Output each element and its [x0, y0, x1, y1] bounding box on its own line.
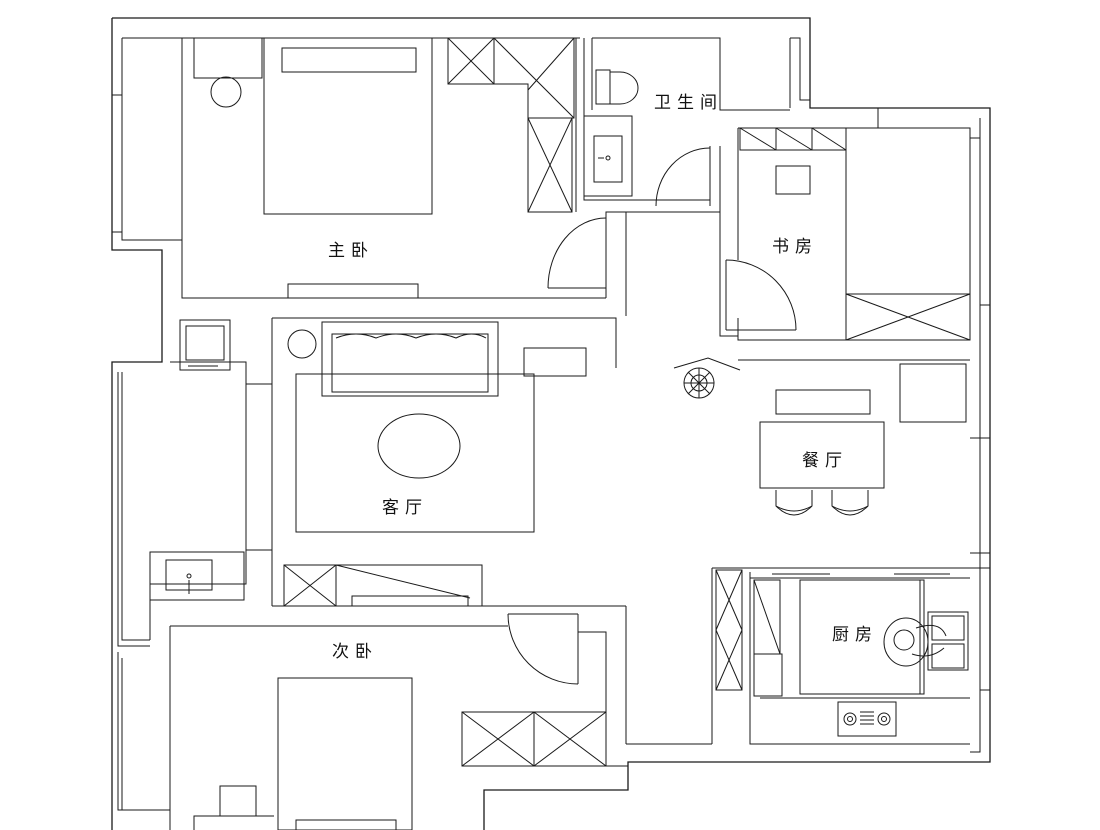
- door-swing-icon: [725, 259, 797, 331]
- bathroom: 卫生间: [583, 37, 790, 212]
- study: 书房: [719, 127, 971, 341]
- dining-room: 餐厅: [738, 359, 970, 516]
- chair-icon: [831, 490, 869, 516]
- dining-table-icon: [759, 421, 885, 489]
- bed-icon: [263, 37, 433, 215]
- balcony: [149, 319, 247, 640]
- kitchen-island: [799, 579, 925, 695]
- sideboard: [775, 389, 871, 415]
- plant-icon: [287, 329, 317, 359]
- door-swing-icon: [547, 217, 607, 289]
- wardrobe-icon: [447, 37, 575, 213]
- lamp-icon: [210, 76, 242, 108]
- room-label-dining-room: 餐厅: [802, 451, 848, 471]
- tv-icon: [179, 319, 231, 371]
- master-bedroom: 主卧: [181, 37, 627, 316]
- room-label-second-bedroom: 次卧: [332, 642, 378, 662]
- tv-cabinet: [283, 564, 483, 607]
- side-table: [523, 347, 587, 377]
- sofa-icon: [321, 321, 499, 397]
- room-label-study: 书房: [772, 237, 818, 257]
- room-label-master-bedroom: 主卧: [328, 241, 374, 261]
- toilet-icon: [595, 69, 639, 105]
- wardrobe-icon: [461, 711, 607, 767]
- spiral-stair-icon: [673, 357, 741, 399]
- second-bedroom: 次卧: [169, 605, 628, 830]
- cook-figure-icon: [883, 617, 947, 667]
- kitchen: 厨房: [711, 567, 970, 745]
- room-label-kitchen: 厨房: [832, 625, 878, 645]
- living-room: 客厅: [246, 317, 617, 607]
- stove-icon: [837, 701, 897, 737]
- corridor: [625, 211, 720, 745]
- room-label-bathroom: 卫生间: [654, 93, 723, 113]
- chair-icon: [775, 165, 811, 195]
- door-swing-icon: [507, 613, 579, 685]
- coffee-table-icon: [377, 413, 461, 479]
- exterior-walls: [111, 17, 991, 830]
- cabinet: [899, 363, 967, 423]
- sink-icon: [583, 115, 633, 197]
- chair-icon: [775, 490, 813, 516]
- nightstand: [219, 785, 257, 817]
- rug: [295, 373, 535, 533]
- room-label-living-room: 客厅: [382, 498, 428, 518]
- sink-icon: [149, 551, 245, 601]
- sink-icon: [927, 611, 969, 671]
- door-swing-icon: [655, 147, 711, 207]
- bed-icon: [277, 677, 413, 830]
